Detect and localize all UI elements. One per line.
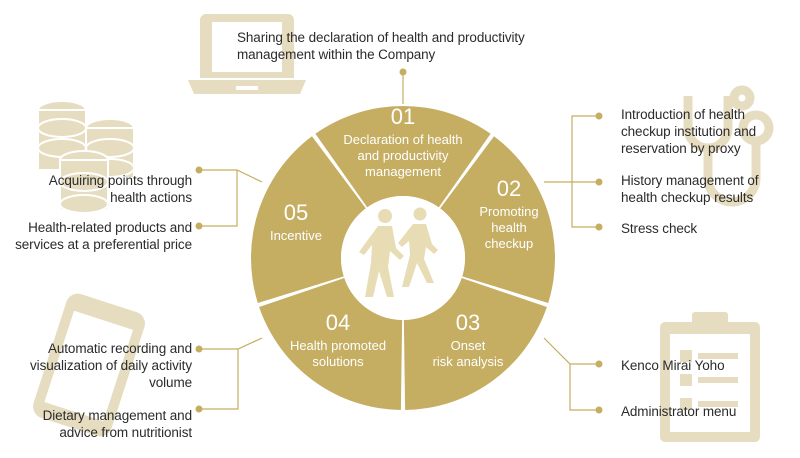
right-top-item-1: Introduction of health checkup instituti… <box>621 107 757 156</box>
segment-04 <box>259 277 403 410</box>
segment-03 <box>403 277 547 410</box>
segment-label-line: and productivity <box>357 148 449 163</box>
left-top-item-2: Health-related products and services at … <box>15 220 192 252</box>
segment-number: 03 <box>456 310 480 335</box>
segment-label-line: management <box>365 164 441 179</box>
left-bottom-item-1: Automatic recording and visualization of… <box>30 341 192 390</box>
segment-label-line: Onset <box>451 338 486 353</box>
laptop-icon <box>188 14 306 94</box>
right-bottom-item-2: Administrator menu <box>621 404 737 419</box>
segment-number: 05 <box>284 200 308 225</box>
runners-icon <box>359 207 438 297</box>
segment-number: 01 <box>391 104 415 129</box>
segment-label-line: solutions <box>312 354 364 369</box>
left-bottom-item-2: Dietary management and advice from nutri… <box>42 408 192 440</box>
segment-label-line: health <box>491 220 526 235</box>
stethoscope-icon <box>683 85 774 207</box>
segment-label-line: risk analysis <box>433 354 504 369</box>
segment-label-line: Promoting <box>479 204 538 219</box>
connector-lines <box>199 72 599 411</box>
segment-number: 02 <box>497 176 521 201</box>
right-top-item-3: Stress check <box>621 221 698 236</box>
clipboard-icon <box>660 312 760 442</box>
top-label: Sharing the declaration of health and pr… <box>237 29 567 63</box>
segment-label-line: Incentive <box>270 228 322 243</box>
right-top-item-2: History management of health checkup res… <box>621 173 759 205</box>
connector-dots <box>195 68 603 414</box>
right-bottom-item-1: Kenco Mirai Yoho <box>621 358 725 373</box>
segment-number: 04 <box>326 310 350 335</box>
coins-icon <box>37 100 135 214</box>
segment-01 <box>315 105 491 208</box>
smartphone-icon <box>33 293 145 437</box>
center-circle <box>341 196 465 320</box>
segment-label-line: Health promoted <box>290 338 386 353</box>
segment-05 <box>251 136 366 303</box>
top-label-text: Sharing the declaration of health and pr… <box>237 30 525 62</box>
segment-02 <box>440 136 556 303</box>
segment-label-line: Declaration of health <box>343 132 462 147</box>
left-top-item-1: Acquiring points through health actions <box>48 173 192 205</box>
segment-label-line: checkup <box>485 236 533 251</box>
